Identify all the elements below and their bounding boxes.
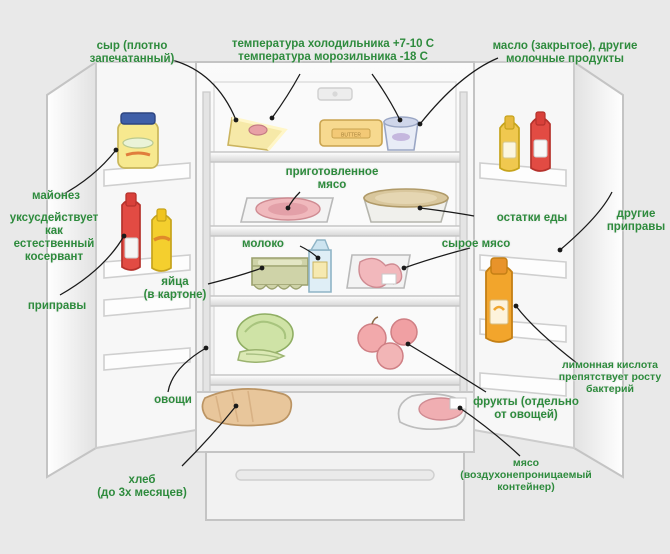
mayonnaise-jar xyxy=(117,112,159,169)
label-cooked-meat: приготовленное мясо xyxy=(285,166,379,191)
label-vegetables: овощи xyxy=(154,394,192,406)
label-citric-acid: лимонная кислота препятствует росту бакт… xyxy=(558,359,662,395)
svg-text:BUTTER: BUTTER xyxy=(341,133,361,139)
bread-loaf xyxy=(201,388,293,427)
ketchup-bottle-right xyxy=(530,111,551,172)
raw-meat-tray xyxy=(346,254,411,289)
milk-carton xyxy=(308,239,332,293)
label-butter: масло (закрытое), другие молочные продук… xyxy=(492,40,638,65)
leader-dots xyxy=(113,115,563,411)
label-other-condiments: другие приправы xyxy=(606,208,666,233)
label-condiments-left: приправы xyxy=(27,300,87,312)
casserole-dish xyxy=(362,188,450,223)
yogurt-cup xyxy=(383,116,419,151)
label-mayonnaise: майонез xyxy=(32,190,80,202)
label-cheese: сыр (плотно запечатанный) xyxy=(89,40,175,65)
celery-stalks xyxy=(237,349,286,363)
sauce-bottle xyxy=(499,115,520,172)
label-vinegar: уксусдействует как естественный косерван… xyxy=(9,212,99,263)
label-eggs: яйца (в картоне) xyxy=(143,276,207,301)
label-raw-meat: сырое мясо xyxy=(441,238,511,250)
mustard-bottle xyxy=(151,208,172,272)
cheese-wedge xyxy=(227,116,288,151)
label-leftovers: остатки еды xyxy=(496,212,568,224)
label-temperature: температура холодильника +7-10 С темпера… xyxy=(231,38,435,63)
butter-pack: BUTTER xyxy=(319,119,383,147)
label-meat-container: мясо (воздухонепроницаемый контейнер) xyxy=(460,457,592,493)
apples xyxy=(357,316,418,370)
meat-package xyxy=(397,393,467,431)
lettuce-head xyxy=(236,313,294,355)
egg-carton xyxy=(251,257,309,290)
orange-juice-bottle xyxy=(485,257,513,343)
label-fruits: фрукты (отдельно от овощей) xyxy=(473,396,579,421)
ketchup-bottle xyxy=(121,192,141,271)
label-milk: молоко xyxy=(242,238,284,250)
label-bread: хлеб (до 3х месяцев) xyxy=(97,474,187,499)
